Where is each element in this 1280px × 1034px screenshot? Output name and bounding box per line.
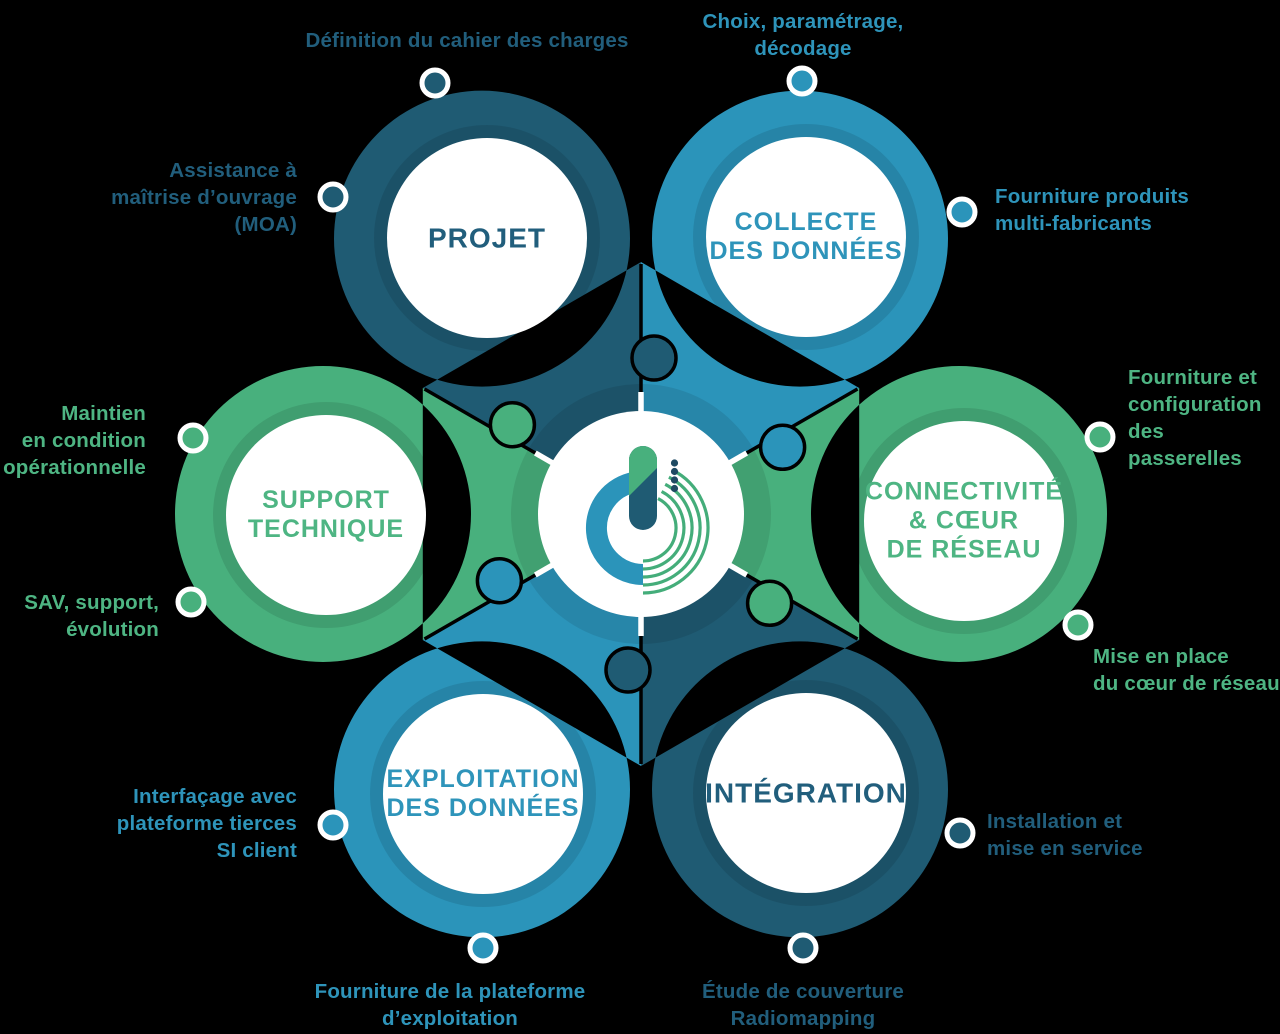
seam-30 (729, 387, 859, 465)
signal-arc-3 (642, 482, 694, 579)
signal-dot-1 (670, 459, 679, 467)
petal-disc-integration (706, 693, 906, 893)
signal-dot-4 (670, 484, 679, 493)
petal-title-collecte-des-donnees: COLLECTE DES DONNÉES (709, 208, 903, 265)
puzzle-knob-support-technique (488, 400, 537, 449)
puzzle-knob-integration (604, 646, 652, 694)
callout-choix-parametrage-decodage: Choix, paramétrage, décodage (702, 10, 904, 60)
connector-dots-layer (175, 65, 1116, 964)
callout-fourniture-plateforme-exploitation: Fourniture de la plateforme d’exploitati… (314, 980, 586, 1030)
dot-installation-mise-en-service (944, 817, 976, 849)
dot-sav-support-evolution (175, 586, 207, 618)
petal-disc-collecte-des-donnees (706, 137, 906, 337)
callout-assistance-moa: Assistance à maîtrise d’ouvrage (MOA) (111, 159, 297, 236)
signal-arc-2 (642, 490, 686, 571)
puzzle-knob-collecte-des-donnees (758, 423, 807, 472)
dot-definition-cahier-des-charges (419, 67, 451, 99)
callout-interfacage-plateforme-tierces: Interfaçage avec plateforme tierces SI c… (116, 785, 297, 862)
dot-etude-couverture-radiomapping (787, 932, 819, 964)
seam-330 (729, 563, 859, 641)
dot-choix-parametrage-decodage (786, 65, 818, 97)
petal-title-projet: PROJET (427, 222, 547, 254)
signal-arc-4 (642, 475, 702, 587)
signal-dot-2 (670, 467, 679, 476)
power-bar-green (629, 446, 657, 496)
callout-sav-support-evolution: SAV, support, évolution (24, 591, 159, 641)
petal-title-support-technique: SUPPORT TECHNIQUE (247, 486, 405, 543)
petal-title-connectivite-coeur-de-reseau: CONNECTIVITÉ & CŒUR DE RÉSEAU (864, 477, 1064, 564)
callout-installation-mise-en-service: Installation et mise en service (987, 810, 1143, 860)
dot-fourniture-produits (946, 196, 978, 228)
power-ring-arc (585, 471, 644, 585)
signal-arc-1 (642, 497, 678, 563)
seam-210 (423, 563, 553, 641)
callout-definition-cahier-des-charges: Définition du cahier des charges (305, 29, 629, 52)
puzzle-knob-exploitation-des-donnees (475, 556, 524, 605)
dot-maintien-condition-operationnelle (177, 422, 209, 454)
dot-interfacage-plateforme-tierces (317, 809, 349, 841)
petal-disc-exploitation-des-donnees (383, 694, 583, 894)
callout-fourniture-configuration-passerelles: Fourniture et configuration des passerel… (1128, 366, 1262, 470)
callout-fourniture-produits: Fourniture produits multi-fabricants (995, 185, 1189, 235)
seam-150 (423, 387, 553, 465)
puzzle-knob-connectivite-coeur-de-reseau (745, 579, 794, 628)
callout-maintien-condition-operationnelle: Maintien en condition opérationnelle (3, 402, 146, 479)
callout-etude-couverture-radiomapping: Étude de couverture Radiomapping (701, 980, 905, 1030)
petal-title-integration: INTÉGRATION (705, 777, 907, 809)
dot-fourniture-plateforme-exploitation (467, 932, 499, 964)
signal-dot-3 (670, 476, 679, 484)
petal-disc-connectivite-coeur-de-reseau (864, 421, 1064, 621)
center-logo (585, 446, 710, 595)
callout-mise-en-place-coeur-reseau: Mise en place du cœur de réseau (1093, 645, 1280, 695)
petal-title-exploitation-des-donnees: EXPLOITATION DES DONNÉES (386, 765, 580, 822)
knobs-layer (475, 334, 807, 694)
dot-assistance-moa (317, 181, 349, 213)
signal-arc-5 (642, 468, 710, 595)
seams-layer (423, 264, 859, 764)
puzzle-knob-projet (630, 334, 678, 382)
dot-mise-en-place-coeur-reseau (1062, 609, 1094, 641)
petal-disc-support-technique (226, 415, 426, 615)
petal-disc-projet (387, 138, 587, 338)
dot-fourniture-configuration-passerelles (1084, 421, 1116, 453)
